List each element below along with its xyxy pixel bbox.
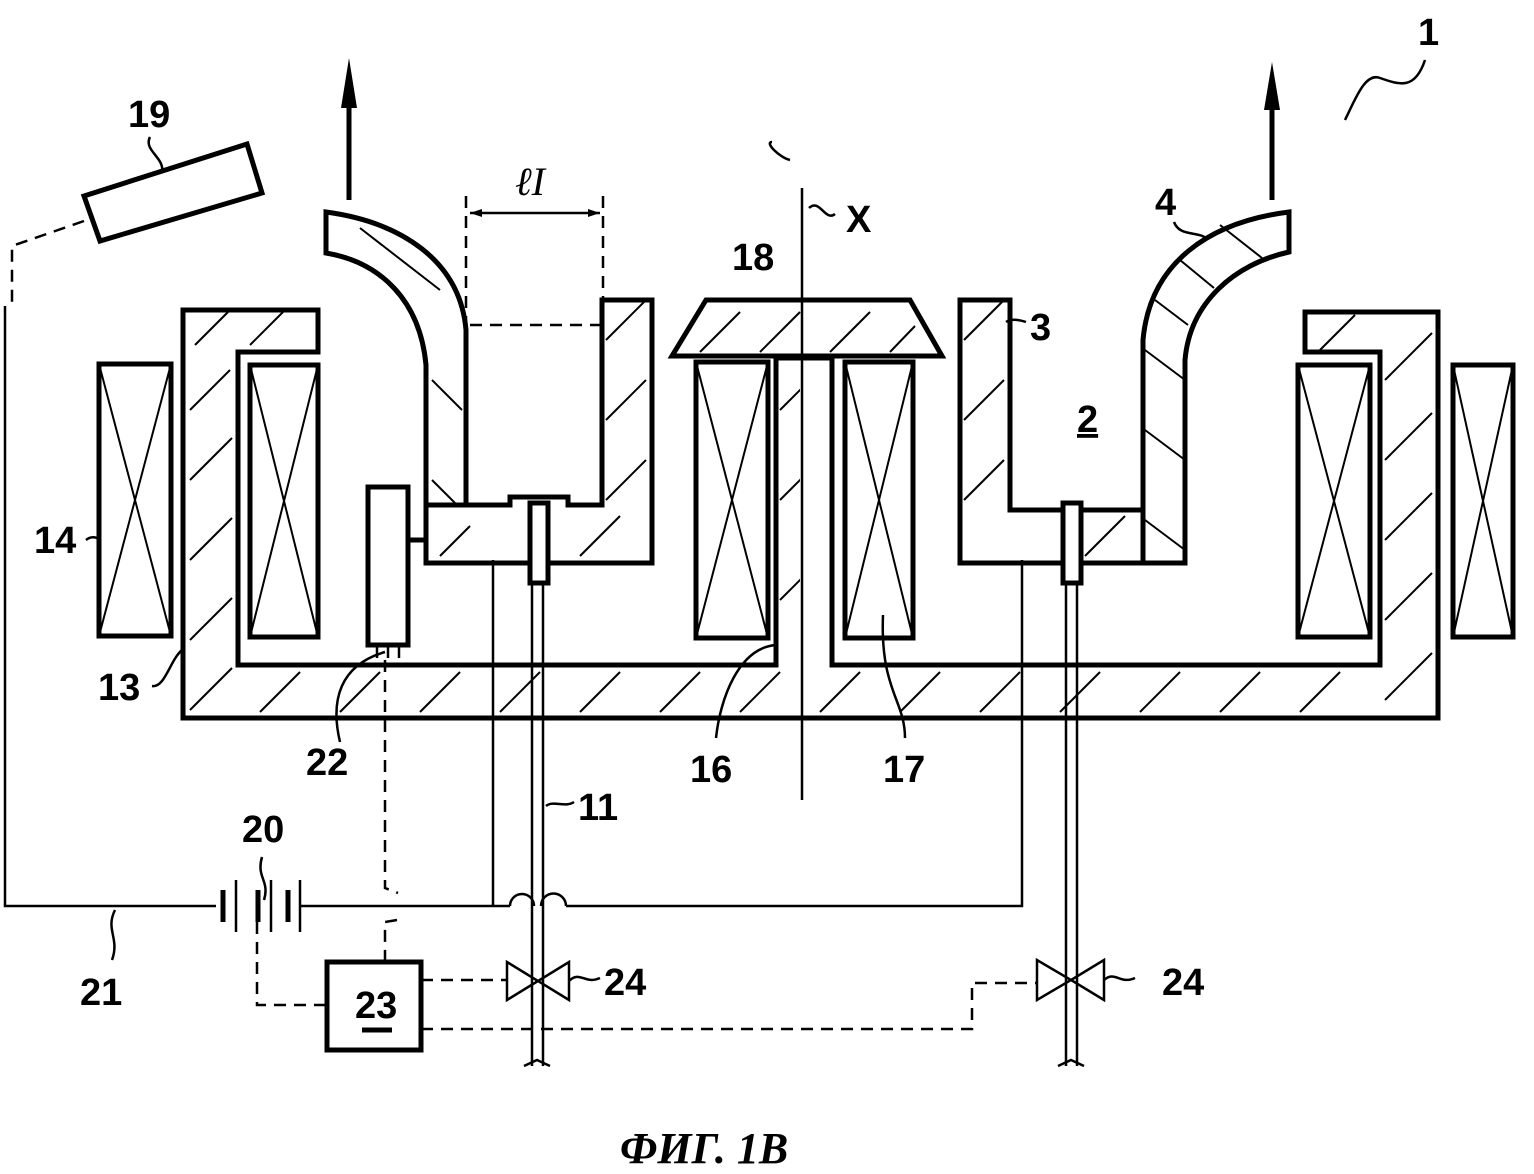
outer-coil-left [96,361,174,639]
label-valve-right: 24 [1162,962,1204,1004]
label-axis: X [846,199,872,241]
inner-coil-right [1295,362,1373,640]
label-pole-piece: 18 [732,237,774,279]
central-coil-left [693,359,771,641]
label-device: 1 [1418,12,1439,54]
valve-right [1035,957,1106,1003]
label-outer-wall: 4 [1155,182,1176,224]
label-gas-line: 11 [578,787,618,829]
label-valve-left: 24 [604,962,646,1004]
central-coil-right [842,359,916,641]
gas-line-left [523,583,551,1068]
cathode [10,140,266,305]
label-cathode: 19 [128,94,170,136]
pole-piece [667,297,947,359]
label-inner-wall: 3 [1030,307,1051,349]
label-central-core: 16 [690,749,732,791]
label-sensor: 22 [306,742,348,784]
label-controller: 23 [355,985,397,1027]
magnetic-circuit [180,307,1441,721]
exhaust-arrow-right [1264,62,1280,200]
sensor [365,484,426,658]
inner-coil-left [247,362,321,640]
label-outer-coil: 14 [34,520,76,562]
gas-line-right [1057,583,1085,1068]
electric-circuit [3,306,1024,908]
outer-coil-right [1450,362,1516,640]
figure-caption: ФИГ. 1В [620,1124,788,1173]
exhaust-arrow-left [341,58,357,200]
valve-left [505,959,571,1003]
leader-lines [85,59,1427,982]
power-supply [220,880,302,932]
label-magnetic-circuit: 13 [98,667,140,709]
left-channel [323,196,655,586]
label-inner-coil: 17 [883,749,925,791]
right-channel [957,209,1292,586]
label-electric-line: 21 [80,972,122,1014]
label-channel: 2 [1077,399,1098,441]
controller [255,660,1036,1053]
label-length: ℓI [515,159,547,204]
label-power-supply: 20 [242,809,284,851]
